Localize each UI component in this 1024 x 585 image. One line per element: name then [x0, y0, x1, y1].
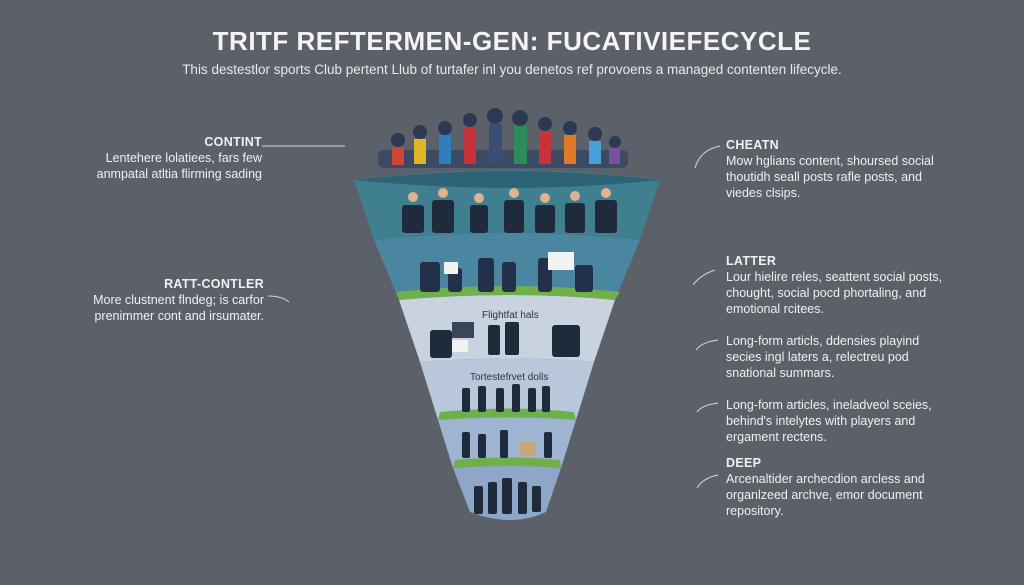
note-longform-2: Long-form articles, ineladveol sceies, b… [726, 397, 976, 445]
note-latter-body: Lour hielire reles, seattent social post… [726, 270, 943, 316]
note-content-heading: CONTINT [204, 135, 262, 149]
band-label-flightfat: Flightfat hals [482, 310, 539, 321]
note-cheatn-heading: CHEATN [726, 138, 779, 152]
note-content: CONTINT Lentehere lolatiees, fars few an… [90, 134, 262, 182]
funnel-rim [354, 171, 660, 188]
note-deep-body: Arcenaltider archecdion arcless and orga… [726, 472, 925, 518]
page-title: TRITF REFTERMEN-GEN: FUCATIVIEFECYCLE [212, 26, 812, 56]
connector-latter [692, 269, 716, 286]
tier-1-people [402, 200, 617, 233]
tier-5-people [462, 430, 552, 458]
connector-cheatn [694, 145, 721, 169]
note-latter-heading: LATTER [726, 254, 777, 268]
connector-longform-1 [695, 339, 719, 351]
tier-6-people [474, 478, 541, 514]
page-subtitle: This destestlor sports Club pertent Llub… [182, 62, 842, 77]
tier-4-people [462, 384, 550, 412]
connector-deep [696, 474, 719, 489]
band-label-tortestefrvet: Tortestefrvet dolls [470, 372, 548, 383]
note-ratt-contler-body: More clustnent flndeg; is carfor prenimm… [93, 293, 264, 323]
connector-ratt-contler [267, 295, 290, 303]
note-latter: LATTER Lour hielire reles, seattent soci… [726, 253, 976, 317]
note-ratt-contler: RATT-CONTLER More clustnent flndeg; is c… [60, 276, 264, 324]
crowd-top [378, 108, 628, 168]
note-longform-1-body: Long-form articls, ddensies playind seci… [726, 334, 920, 380]
note-deep: DEEP Arcenaltider archecdion arcless and… [726, 455, 976, 519]
note-content-body: Lentehere lolatiees, fars few anmpatal a… [96, 151, 262, 181]
note-cheatn-body: Mow hglians content, shoursed social tho… [726, 154, 934, 200]
note-cheatn: CHEATN Mow hglians content, shoursed soc… [726, 137, 976, 201]
note-ratt-contler-heading: RATT-CONTLER [164, 277, 264, 291]
connector-longform-2 [696, 402, 719, 413]
tier-3-people [430, 322, 580, 358]
note-deep-heading: DEEP [726, 456, 762, 470]
note-longform-2-body: Long-form articles, ineladveol sceies, b… [726, 398, 932, 444]
note-longform-1: Long-form articls, ddensies playind seci… [726, 333, 976, 381]
